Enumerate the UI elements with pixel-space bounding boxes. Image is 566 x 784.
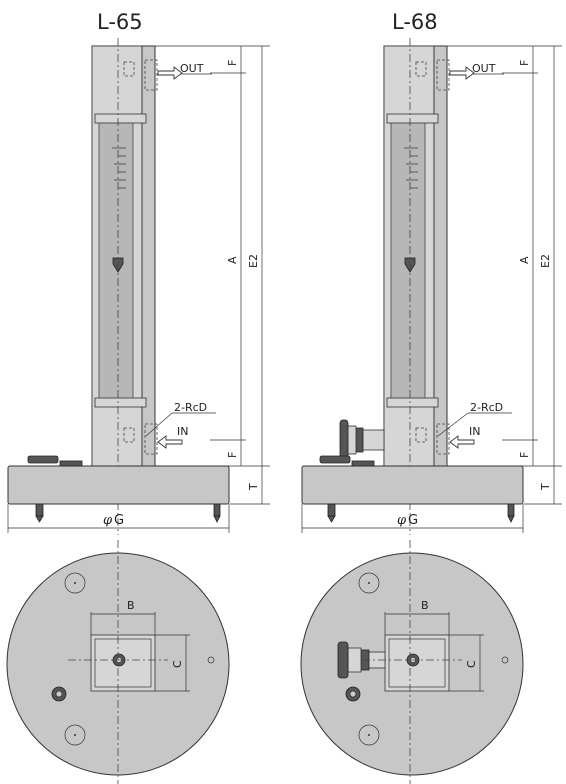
level-knob <box>319 455 351 464</box>
mount-hole-bottom <box>358 724 380 746</box>
dim-E2: E2 <box>539 254 552 268</box>
dim-G: G <box>408 513 418 528</box>
dim-B: B <box>127 599 135 612</box>
tube-bottom-cap <box>94 397 147 408</box>
needle-valve <box>339 419 385 461</box>
dim-F-top: F <box>518 60 531 66</box>
dim-T: T <box>539 483 552 491</box>
dim-C: C <box>171 660 184 668</box>
model-l68: L-68 OUT IN 2-R <box>300 10 562 784</box>
scale-ticks <box>112 147 126 189</box>
dim-C: C <box>465 660 478 668</box>
base <box>301 465 524 505</box>
port-label: 2-RcD <box>470 401 503 414</box>
in-label: IN <box>469 425 480 438</box>
model-title: L-65 <box>97 10 143 34</box>
out-label: OUT <box>180 62 204 75</box>
base-foot-left <box>35 503 44 517</box>
base <box>7 465 230 505</box>
dim-B: B <box>421 599 429 612</box>
out-arrow <box>449 66 475 80</box>
tube-top-cap <box>386 113 439 124</box>
dim-A: A <box>518 256 531 264</box>
in-label: IN <box>177 425 188 438</box>
level-knob <box>27 455 59 464</box>
model-l65: L-65 OUT IN 2- <box>6 10 270 784</box>
mount-hole-top <box>64 572 86 594</box>
port-label: 2-RcD <box>174 401 207 414</box>
dim-F-bottom: F <box>518 452 531 458</box>
in-arrow <box>449 435 475 449</box>
in-arrow <box>157 435 183 449</box>
dim-T: T <box>247 483 260 491</box>
scale-ticks <box>404 147 418 189</box>
mount-hole-right <box>501 656 509 664</box>
dim-F-bottom: F <box>226 452 239 458</box>
mount-hole-bottom <box>64 724 86 746</box>
tube-top-cap <box>94 113 147 124</box>
base-foot-right <box>507 503 515 517</box>
out-arrow <box>157 66 183 80</box>
tube-bottom-cap <box>386 397 439 408</box>
mount-hole-top <box>358 572 380 594</box>
dim-E2: E2 <box>247 254 260 268</box>
mount-hole-right <box>207 656 215 664</box>
dim-G: G <box>114 513 124 528</box>
dim-phi: φ <box>103 513 113 528</box>
base-foot-right <box>213 503 221 517</box>
dim-A: A <box>226 256 239 264</box>
base-foot-left <box>327 503 336 517</box>
model-title: L-68 <box>392 10 438 34</box>
dim-phi: φ <box>397 513 407 528</box>
out-label: OUT <box>472 62 496 75</box>
dim-F-top: F <box>226 60 239 66</box>
